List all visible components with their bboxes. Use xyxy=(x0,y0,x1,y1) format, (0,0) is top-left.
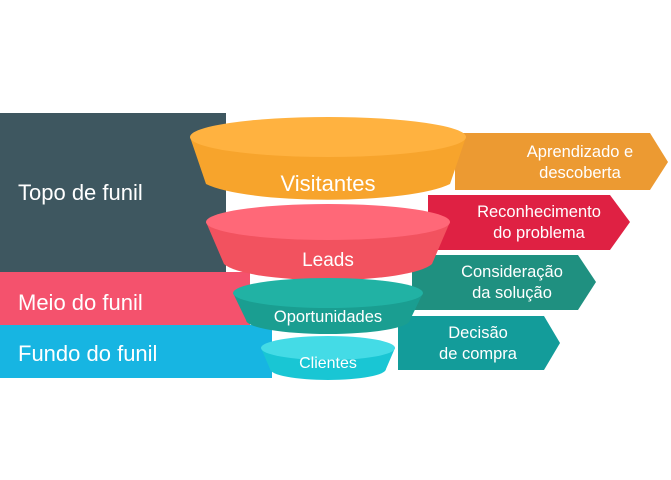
funnel-label-visitantes: Visitantes xyxy=(280,171,376,196)
step-label-line: de compra xyxy=(439,345,517,363)
step-label-line: da solução xyxy=(472,284,552,302)
funnel-level-visitantes xyxy=(190,117,466,200)
funnel-level-clientes xyxy=(261,336,395,380)
step-label-decisao: Decisão de compra xyxy=(420,323,536,365)
funnel-label-oportunidades: Oportunidades xyxy=(273,308,383,326)
funnel-label-leads: Leads xyxy=(302,250,354,271)
stage-label-meio: Meio do funil xyxy=(18,290,143,315)
step-label-consideracao: Consideração da solução xyxy=(444,262,580,304)
step-label-line: do problema xyxy=(493,224,585,242)
funnel-level-oportunidades xyxy=(233,278,423,334)
step-label-line: descoberta xyxy=(539,164,621,182)
step-label-line: Consideração xyxy=(461,263,563,281)
step-label-line: Decisão xyxy=(448,324,508,342)
step-label-aprendizado: Aprendizado e descoberta xyxy=(500,142,660,184)
stage-label-topo: Topo de funil xyxy=(18,180,143,205)
stage-label-fundo: Fundo do funil xyxy=(18,341,158,366)
step-arrow-consideracao xyxy=(412,255,596,310)
stage-band-meio xyxy=(0,272,250,325)
step-label-line: Reconhecimento xyxy=(477,203,601,221)
step-arrow-reconhecimento xyxy=(428,195,630,250)
step-label-reconhecimento: Reconhecimento do problema xyxy=(460,202,618,244)
step-label-line: Aprendizado e xyxy=(526,143,634,161)
funnel-level-leads xyxy=(206,204,450,281)
step-arrow-aprendizado xyxy=(455,133,668,190)
step-arrow-decisao xyxy=(398,316,560,370)
stage-band-fundo xyxy=(0,325,272,378)
stage-band-topo xyxy=(0,113,226,272)
funnel-label-clientes: Clientes xyxy=(299,355,357,372)
